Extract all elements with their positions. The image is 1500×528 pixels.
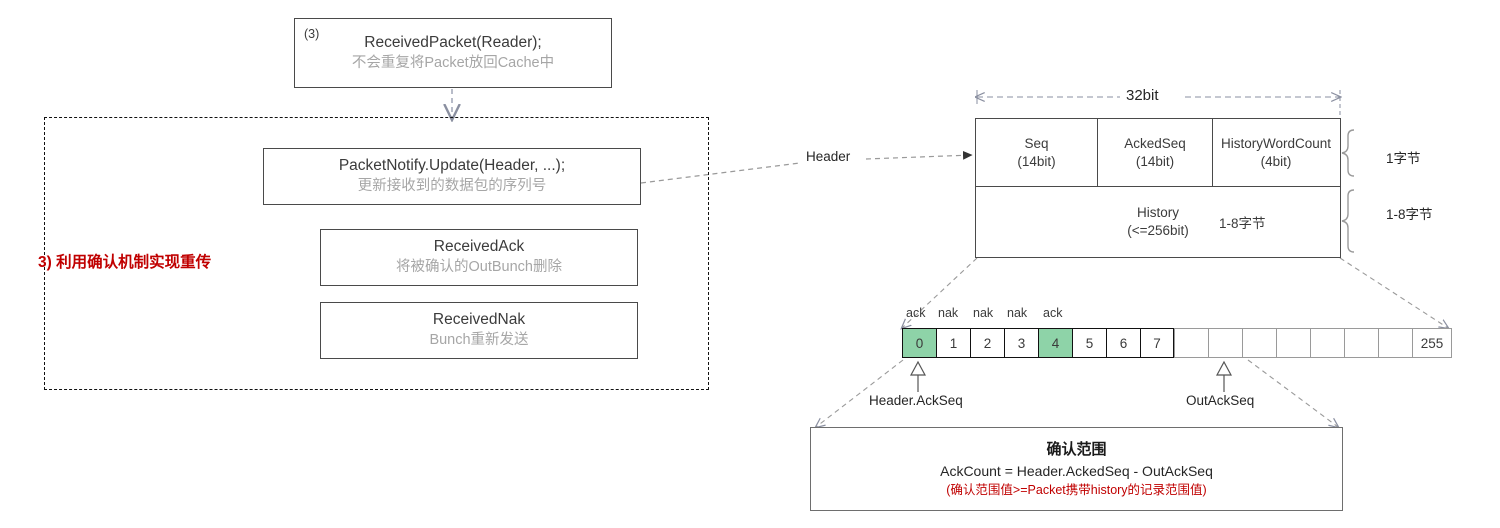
packet-field-history-size: (<=256bit): [1127, 223, 1189, 238]
received-nak-title: ReceivedNak: [432, 311, 526, 329]
packet-field-ackedseq-name: AckedSeq: [1124, 135, 1186, 151]
packet-field-history[interactable]: History (<=256bit): [976, 187, 1340, 257]
received-packet-title: ReceivedPacket(Reader);: [364, 33, 542, 51]
history-bit-7[interactable]: 7: [1140, 328, 1174, 358]
packet-notify-update-box[interactable]: PacketNotify.Update(Header, ...); 更新接收到的…: [263, 148, 641, 205]
connector-header-label: Header: [806, 149, 851, 164]
packet-field-ackedseq-size: (14bit): [1135, 153, 1175, 169]
history-bit-tail-1[interactable]: [1208, 328, 1242, 358]
history-bit-tail-5[interactable]: [1344, 328, 1378, 358]
packet-field-seq[interactable]: Seq (14bit): [976, 119, 1097, 186]
ack-range-note: (确认范围值>=Packet携带history的记录范围值): [946, 482, 1207, 497]
packet-field-historywordcount-size: (4bit): [1260, 153, 1292, 169]
received-nak-box[interactable]: ReceivedNak Bunch重新发送: [320, 302, 638, 359]
history-bit-0[interactable]: 0: [902, 328, 936, 358]
packet-field-seq-name: Seq: [1024, 135, 1049, 151]
packet-field-historywordcount[interactable]: HistoryWordCount (4bit): [1212, 119, 1339, 186]
brace-1to8byte: [1341, 189, 1355, 253]
packet-field-ackedseq[interactable]: AckedSeq (14bit): [1097, 119, 1212, 186]
received-packet-box[interactable]: (3) ReceivedPacket(Reader); 不会重复将Packet放…: [294, 18, 612, 88]
packet-field-seq-size: (14bit): [1017, 153, 1056, 169]
brace-1byte: [1341, 129, 1355, 177]
history-bit-6[interactable]: 6: [1106, 328, 1140, 358]
received-nak-sub: Bunch重新发送: [429, 332, 529, 349]
history-bit-array: 0 1 2 3 4 5 6 7 255: [902, 328, 1452, 358]
packet-width-label: 32bit: [1126, 87, 1159, 104]
bit-flag-3: nak: [1007, 306, 1028, 320]
received-ack-box[interactable]: ReceivedAck 将被确认的OutBunch删除: [320, 229, 638, 286]
retransmit-group: [44, 117, 709, 390]
ack-range-title: 确认范围: [1046, 440, 1107, 458]
ack-range-box: 确认范围 AckCount = Header.AckedSeq - OutAck…: [810, 427, 1343, 511]
retransmit-group-label: 3) 利用确认机制实现重传: [38, 254, 212, 271]
packet-header-row-2: History (<=256bit) 1-8字节: [976, 186, 1340, 257]
pointer-label-header-ackseq: Header.AckSeq: [869, 393, 963, 408]
history-bit-3[interactable]: 3: [1004, 328, 1038, 358]
history-bit-tail-3[interactable]: [1276, 328, 1310, 358]
packet-field-history-extra: 1-8字节: [1219, 216, 1266, 231]
history-bit-tail-6[interactable]: [1378, 328, 1412, 358]
packet-notify-update-sub: 更新接收到的数据包的序列号: [357, 178, 547, 195]
pointer-header-ackseq: [909, 360, 927, 392]
history-bit-2[interactable]: 2: [970, 328, 1004, 358]
bit-flag-1: nak: [938, 306, 959, 320]
received-ack-title: ReceivedAck: [433, 238, 525, 256]
history-bit-4[interactable]: 4: [1038, 328, 1072, 358]
pointer-outackseq: [1215, 360, 1233, 392]
history-bit-tail-0[interactable]: [1174, 328, 1208, 358]
received-packet-sub: 不会重复将Packet放回Cache中: [351, 54, 555, 71]
bit-flag-0: ack: [906, 306, 926, 320]
history-bit-tail-2[interactable]: [1242, 328, 1276, 358]
received-packet-index: (3): [304, 27, 320, 41]
history-bit-255[interactable]: 255: [1412, 328, 1452, 358]
packet-field-historywordcount-name: HistoryWordCount: [1220, 135, 1332, 151]
bit-flag-4: ack: [1043, 306, 1063, 320]
history-bit-tail-4[interactable]: [1310, 328, 1344, 358]
history-bit-5[interactable]: 5: [1072, 328, 1106, 358]
brace-label-1to8byte: 1-8字节: [1386, 207, 1433, 222]
pointer-label-outackseq: OutAckSeq: [1186, 393, 1255, 408]
packet-header-table: Seq (14bit) AckedSeq (14bit) HistoryWord…: [975, 118, 1341, 258]
ack-range-formula: AckCount = Header.AckedSeq - OutAckSeq: [940, 462, 1213, 479]
history-bit-1[interactable]: 1: [936, 328, 970, 358]
brace-label-1byte: 1字节: [1386, 151, 1421, 166]
bit-flag-2: nak: [973, 306, 994, 320]
packet-header-row-1: Seq (14bit) AckedSeq (14bit) HistoryWord…: [976, 119, 1340, 186]
received-ack-sub: 将被确认的OutBunch删除: [396, 259, 562, 276]
packet-field-history-name: History: [1136, 205, 1179, 221]
packet-notify-update-title: PacketNotify.Update(Header, ...);: [338, 157, 566, 175]
